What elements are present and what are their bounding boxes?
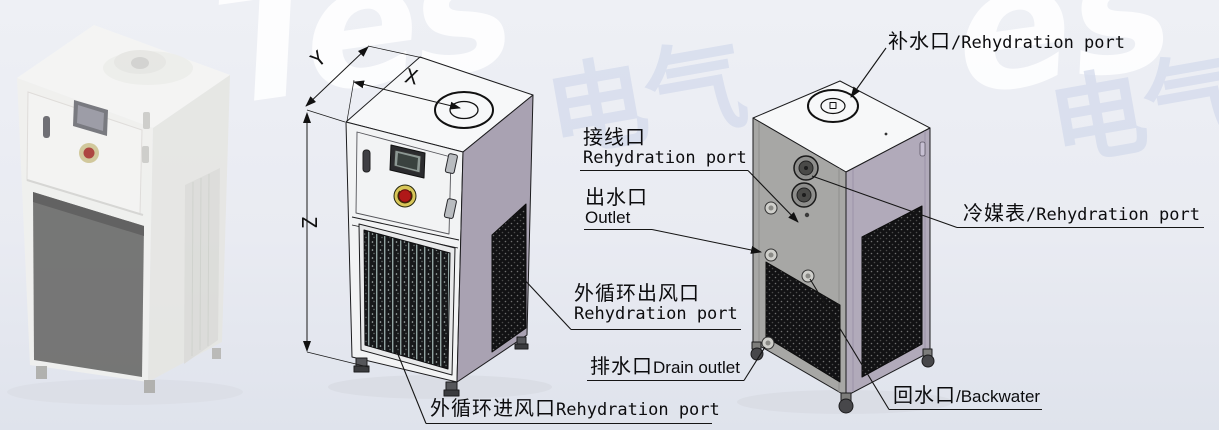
rehydration-port-inner xyxy=(820,97,846,115)
right-unit-latch xyxy=(919,141,926,157)
backwater-port-core xyxy=(805,273,811,279)
left-vent-slat xyxy=(199,177,202,351)
right-unit-casters xyxy=(750,341,935,414)
left-unit-grille-top-shade xyxy=(33,192,144,236)
middle-unit-door-inset xyxy=(355,131,452,235)
callout-backwater-port: 回水口/Backwater xyxy=(893,385,1040,407)
middle-unit-estop-button xyxy=(398,189,412,203)
dimension-extension xyxy=(367,45,424,59)
middle-unit-estop-detail xyxy=(397,190,413,204)
left-unit-front-grille xyxy=(33,192,144,377)
rehydration-port-outer xyxy=(807,89,859,123)
callout-gauge-en: /Rehydration port xyxy=(1026,205,1200,225)
callout-leaders xyxy=(396,47,1204,425)
callout-refill-zh: 补水口 xyxy=(888,31,951,53)
callout-wiring-zh: 接线口 xyxy=(583,127,646,149)
callout-drain-zh: 排水口 xyxy=(590,356,653,378)
rehydration-port-cap xyxy=(829,102,837,109)
callout-outlet-en: Outlet xyxy=(585,208,631,227)
middle-unit-side-vent xyxy=(491,203,527,353)
dimension-line-y xyxy=(305,46,369,107)
dimension-line-x xyxy=(353,80,461,110)
left-vent-slat xyxy=(191,181,194,357)
left-unit-estop-button xyxy=(83,147,95,159)
callout-drain-en: Drain outlet xyxy=(653,358,740,377)
middle-unit-feet xyxy=(353,336,529,397)
left-unit-display-screen xyxy=(77,105,104,131)
left-unit-hinge-top xyxy=(143,112,150,129)
callout-wiring-port: 接线口 Rehydration port xyxy=(583,127,747,168)
middle-unit-handle xyxy=(362,149,371,173)
leader-backwater xyxy=(809,278,890,410)
dimension-extension xyxy=(306,351,369,368)
upper-port-core xyxy=(768,205,774,211)
leader-drain xyxy=(743,346,766,381)
dimension-lines xyxy=(303,45,461,368)
left-unit-handle xyxy=(43,116,50,138)
left-unit-ghost xyxy=(7,25,243,405)
right-unit xyxy=(737,80,953,414)
dimension-label-y: Y xyxy=(306,46,331,72)
leader-wiring xyxy=(747,170,799,223)
callout-wiring-en: Rehydration port xyxy=(583,148,747,168)
callout-refill-port: 补水口/Rehydration port xyxy=(888,31,1125,53)
dimension-label-x: X xyxy=(403,63,420,89)
left-unit-hinge-bottom xyxy=(142,146,149,163)
left-unit-side-vent xyxy=(184,168,220,364)
callout-ext-in-zh: 外循环进风口 xyxy=(430,398,556,420)
left-unit-foot xyxy=(36,366,47,379)
middle-unit-hinge-top xyxy=(444,153,458,174)
top-face-dot xyxy=(884,132,888,136)
leader-refill xyxy=(850,47,887,98)
callout-ext-in-en: Rehydration port xyxy=(556,400,720,420)
leader-outlet xyxy=(651,228,762,254)
callout-gauge-zh: 冷媒表 xyxy=(963,203,1026,225)
dimension-label-z: Z xyxy=(297,216,321,228)
middle-unit-top-port-inner xyxy=(449,100,479,120)
right-unit-rear-vent xyxy=(765,261,841,383)
dimension-extension xyxy=(306,109,346,123)
refrigerant-gauges xyxy=(791,155,819,208)
wiring-port-hole xyxy=(804,212,810,218)
leader-gauge xyxy=(811,175,958,229)
leader-ext-in xyxy=(396,351,427,424)
middle-unit-door-seam xyxy=(351,216,460,241)
callout-ext-out-en: Rehydration port xyxy=(574,304,738,324)
callout-ext-out-zh: 外循环出风口 xyxy=(574,283,700,305)
callout-backwater-zh: 回水口 xyxy=(893,385,956,407)
rear-ports xyxy=(761,201,815,350)
middle-unit-front-grille xyxy=(363,229,451,370)
left-unit-top-cap-inner xyxy=(131,57,149,69)
middle-unit xyxy=(328,56,552,399)
callout-ext-circulation-air-outlet: 外循环出风口 Rehydration port xyxy=(574,283,738,324)
right-unit-side-vent xyxy=(861,205,923,378)
callout-refrigerant-gauge: 冷媒表/Rehydration port xyxy=(963,203,1200,225)
leader-ext-out xyxy=(520,275,572,330)
left-unit-shadow xyxy=(7,379,243,405)
middle-unit-hinge-bottom xyxy=(443,198,457,219)
callout-backwater-en: /Backwater xyxy=(956,387,1041,406)
callout-refill-en: /Rehydration port xyxy=(951,33,1125,53)
left-vent-slat xyxy=(207,173,210,347)
outlet-port-core xyxy=(768,252,774,258)
callout-outlet: 出水口 Outlet xyxy=(585,187,648,228)
left-unit-door-seam xyxy=(26,179,144,216)
callout-outlet-zh: 出水口 xyxy=(585,187,648,209)
middle-unit-top-port-outer xyxy=(434,91,494,129)
dimension-extension xyxy=(346,79,355,122)
left-unit-foot xyxy=(144,380,155,393)
left-unit-foot xyxy=(212,348,221,359)
middle-unit-shadow xyxy=(328,375,552,399)
drain-port-core xyxy=(765,340,771,346)
middle-unit-display-screen xyxy=(397,153,418,170)
